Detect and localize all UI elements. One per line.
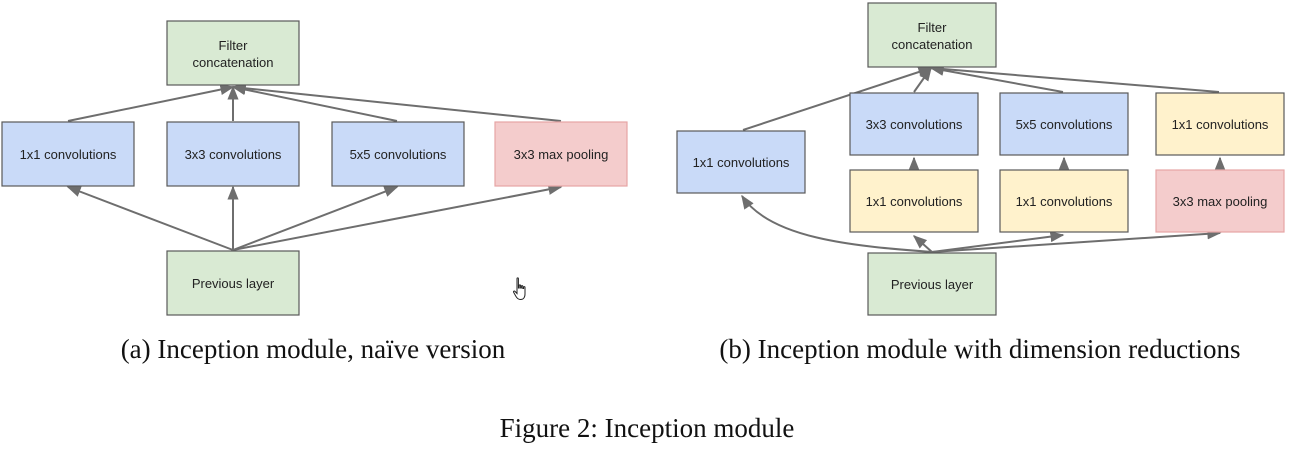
edge-b-prev-to-reduce3x3 [912,235,933,253]
node-a-conv1x1-label: 1x1 convolutions [20,147,117,162]
edge-a-conv5x5-to-concat [231,84,398,122]
edge-a-maxpool-to-concat [231,82,562,122]
node-a-conv5x5: 5x5 convolutions [331,121,465,187]
node-b-maxpool-label: 3x3 max pooling [1173,194,1268,209]
node-a-maxpool-label: 3x3 max pooling [514,147,609,162]
node-b-conv5x5-label: 5x5 convolutions [1016,117,1113,132]
diagram-a: Filter concatenation 1x1 convolutions 3x… [1,20,628,364]
edge-b-conv3x3-to-concat [913,66,932,93]
node-b-reduce-3x3: 1x1 convolutions [849,169,979,233]
node-b-previous-layer-label: Previous layer [891,277,974,292]
node-b-previous-layer: Previous layer [867,252,997,316]
edge-b-prev-to-reduce5x5 [931,231,1065,253]
node-a-filter-concatenation-line1: Filter [219,38,249,53]
edge-a-prev-to-conv5x5 [232,186,399,251]
edge-a-conv1x1-to-concat [67,84,235,122]
node-a-filter-concatenation: Filter concatenation [166,20,300,86]
edge-b-prev-to-conv1x1 [741,194,933,253]
node-a-previous-layer: Previous layer [166,250,300,316]
caption-a: (a) Inception module, naïve version [121,334,506,364]
node-a-previous-layer-label: Previous layer [192,276,275,291]
edge-b-conv5x5-to-concat [929,64,1064,93]
node-b-conv5x5: 5x5 convolutions [999,92,1129,156]
node-b-maxpool: 3x3 max pooling [1155,169,1285,233]
node-b-conv3x3-label: 3x3 convolutions [866,117,963,132]
node-b-conv1x1-after-pool-label: 1x1 convolutions [1172,117,1269,132]
figure-caption: Figure 2: Inception module [500,413,795,443]
diagram-b: Filter concatenation 1x1 convolutions 3x… [676,2,1285,364]
node-b-reduce-5x5-label: 1x1 convolutions [1016,194,1113,209]
node-a-conv5x5-label: 5x5 convolutions [350,147,447,162]
node-a-conv1x1: 1x1 convolutions [1,121,135,187]
hand-pointer-icon [512,277,526,301]
edge-b-conv1x1pool-to-concat [929,63,1220,93]
node-b-reduce-5x5: 1x1 convolutions [999,169,1129,233]
node-b-reduce-3x3-label: 1x1 convolutions [866,194,963,209]
node-a-conv3x3-label: 3x3 convolutions [185,147,282,162]
caption-b: (b) Inception module with dimension redu… [719,334,1240,364]
edge-b-prev-to-maxpool [931,228,1222,253]
node-b-conv1x1-direct-label: 1x1 convolutions [693,155,790,170]
edge-b-conv1x1-to-concat [742,66,933,131]
node-b-conv3x3: 3x3 convolutions [849,92,979,156]
node-b-filter-concatenation-line2: concatenation [892,37,973,52]
node-b-filter-concatenation: Filter concatenation [867,2,997,68]
node-a-filter-concatenation-line2: concatenation [193,55,274,70]
diagram-b-edges [741,63,1226,253]
node-b-filter-concatenation-line1: Filter [918,20,948,35]
node-a-conv3x3: 3x3 convolutions [166,121,300,187]
edge-a-prev-to-maxpool [232,183,563,251]
edge-a-prev-to-conv1x1 [66,186,234,251]
node-b-conv1x1-direct: 1x1 convolutions [676,130,806,194]
node-a-maxpool: 3x3 max pooling [494,121,628,187]
diagram-a-edges [66,82,563,251]
node-b-conv1x1-after-pool: 1x1 convolutions [1155,92,1285,156]
